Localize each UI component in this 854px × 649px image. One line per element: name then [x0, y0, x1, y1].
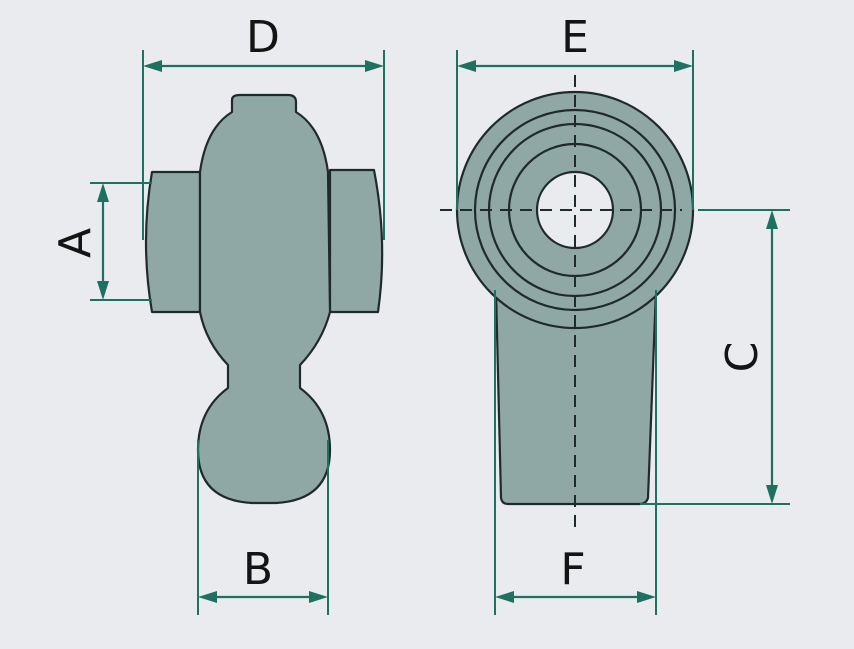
side-view-body — [196, 93, 332, 505]
label-D: D — [246, 12, 280, 63]
dimension-D: D — [142, 12, 385, 240]
label-A: A — [50, 228, 101, 258]
dimension-A: A — [50, 182, 152, 301]
dimension-E: E — [456, 12, 694, 210]
label-F: F — [560, 544, 585, 595]
label-E: E — [561, 12, 589, 63]
front-view-bore — [535, 170, 615, 250]
label-C: C — [717, 342, 768, 373]
dimension-C: C — [640, 209, 790, 505]
label-B: B — [243, 544, 273, 595]
side-view-left-ball-stub — [144, 170, 202, 314]
side-view — [144, 93, 384, 505]
front-view-ring-outer — [473, 108, 677, 312]
dimension-F: F — [494, 290, 657, 615]
side-view-right-ball-stub — [328, 168, 384, 314]
front-view — [440, 75, 695, 530]
dimension-B: B — [197, 440, 329, 615]
